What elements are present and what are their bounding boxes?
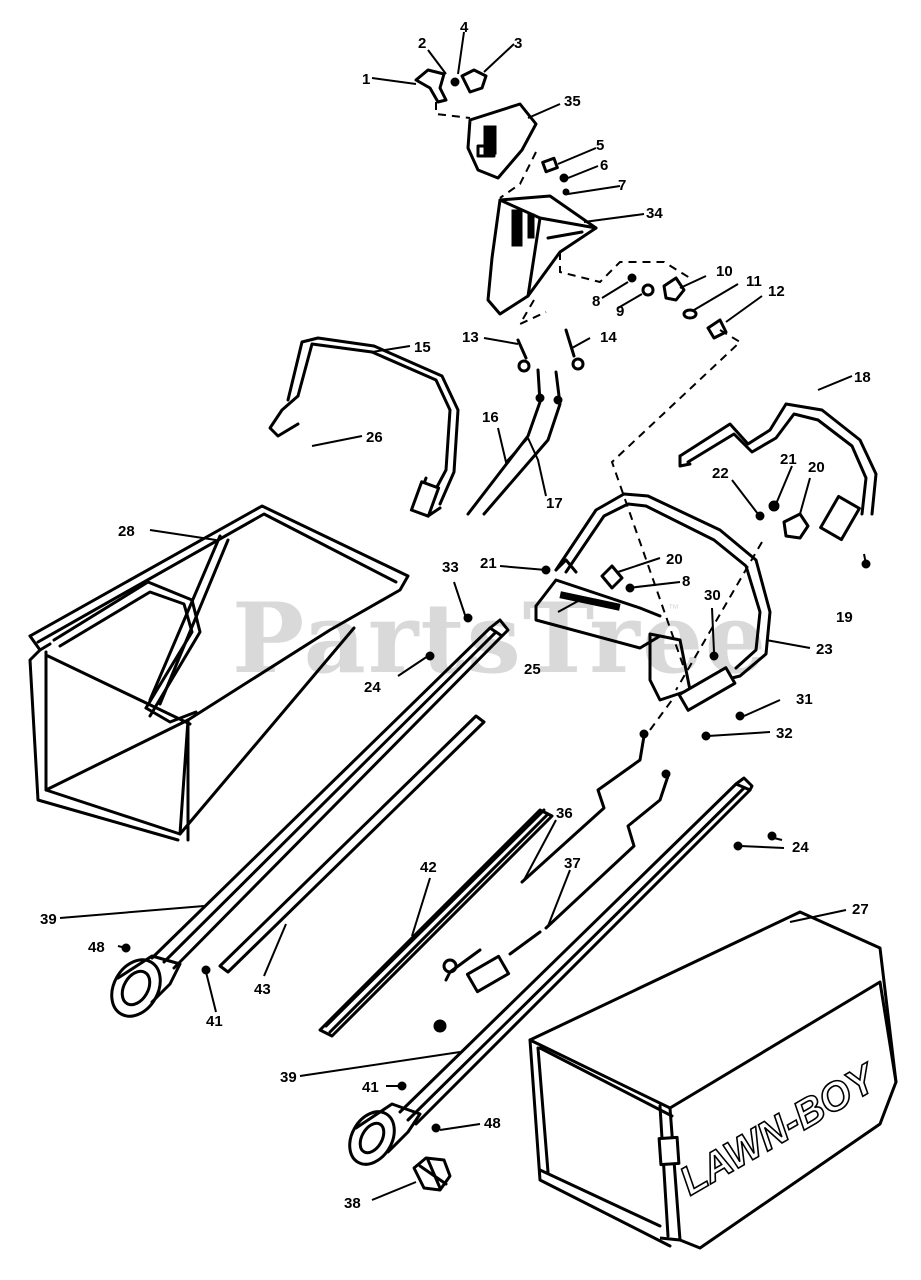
callout-39a: 39: [40, 911, 57, 928]
grass-bag-frame: [28, 504, 410, 842]
callout-9: 9: [616, 303, 624, 320]
watermark-trademark: ™: [668, 603, 679, 615]
callout-48a: 48: [88, 939, 105, 956]
callout-22: 22: [712, 465, 729, 482]
callout-17: 17: [546, 495, 563, 512]
callout-21b: 21: [480, 555, 497, 572]
callout-8b: 8: [682, 573, 690, 590]
right-handle-tube: [348, 776, 754, 1166]
callout-8a: 8: [592, 293, 600, 310]
callout-26: 26: [366, 429, 383, 446]
control-housing: [486, 194, 598, 316]
alignment-line-2: [499, 151, 537, 199]
alignment-line-4: [517, 299, 547, 327]
lower-handle-assembly: [534, 492, 772, 712]
callout-48b: 48: [484, 1115, 501, 1132]
callout-41b: 41: [362, 1079, 379, 1096]
callout-24a: 24: [364, 679, 381, 696]
callout-38: 38: [344, 1195, 361, 1212]
callout-1: 1: [362, 71, 370, 88]
callout-13: 13: [462, 329, 479, 346]
callout-3: 3: [514, 35, 522, 52]
callout-37: 37: [564, 855, 581, 872]
callout-15: 15: [414, 339, 431, 356]
callout-21a: 21: [780, 451, 797, 468]
left-upper-handle: [268, 336, 460, 518]
callout-32: 32: [776, 725, 793, 742]
middle-rod: [318, 808, 554, 1038]
callout-25: 25: [524, 661, 541, 678]
alignment-line-1: [435, 102, 471, 119]
callout-numbers: 1 2 3 4 5 6 7 8 8 9 10 11 12 13 14 15 16…: [40, 19, 871, 1212]
control-panel-decal: [466, 102, 538, 180]
callout-31: 31: [796, 691, 813, 708]
lower-hardware: [425, 613, 777, 851]
lower-cables: [433, 729, 671, 1033]
small-hardware: [541, 156, 728, 340]
left-support-rod: [218, 714, 486, 974]
callout-39b: 39: [280, 1069, 297, 1086]
callout-5: 5: [596, 137, 604, 154]
callout-43: 43: [254, 981, 271, 998]
callout-33: 33: [442, 559, 459, 576]
callout-7: 7: [618, 177, 626, 194]
callout-24b: 24: [792, 839, 809, 856]
right-upper-handle: [678, 402, 878, 542]
callout-20a: 20: [808, 459, 825, 476]
left-handle-tube: [110, 618, 510, 1018]
callout-34: 34: [646, 205, 663, 222]
control-cables-top: [466, 328, 585, 516]
callout-16: 16: [482, 409, 499, 426]
callout-18: 18: [854, 369, 871, 386]
callout-4: 4: [460, 19, 469, 36]
leader-lines: [59, 31, 867, 1201]
callout-41a: 41: [206, 1013, 223, 1030]
callout-42: 42: [420, 859, 437, 876]
callout-28: 28: [118, 523, 135, 540]
grass-bag: LAWN-BOY: [528, 910, 898, 1250]
callout-19: 19: [836, 609, 853, 626]
callout-10: 10: [716, 263, 733, 280]
control-knobs: [414, 68, 488, 104]
callout-12: 12: [768, 283, 785, 300]
callout-30: 30: [704, 587, 721, 604]
callout-23: 23: [816, 641, 833, 658]
bag-knob: [412, 1156, 452, 1192]
callout-14: 14: [600, 329, 617, 346]
callout-35: 35: [564, 93, 581, 110]
callout-27: 27: [852, 901, 869, 918]
alignment-line-7: [649, 699, 673, 731]
callout-20b: 20: [666, 551, 683, 568]
callout-11: 11: [746, 273, 762, 290]
callout-6: 6: [600, 157, 608, 174]
alignment-line-3: [559, 252, 691, 284]
callout-2: 2: [418, 35, 426, 52]
callout-36: 36: [556, 805, 573, 822]
